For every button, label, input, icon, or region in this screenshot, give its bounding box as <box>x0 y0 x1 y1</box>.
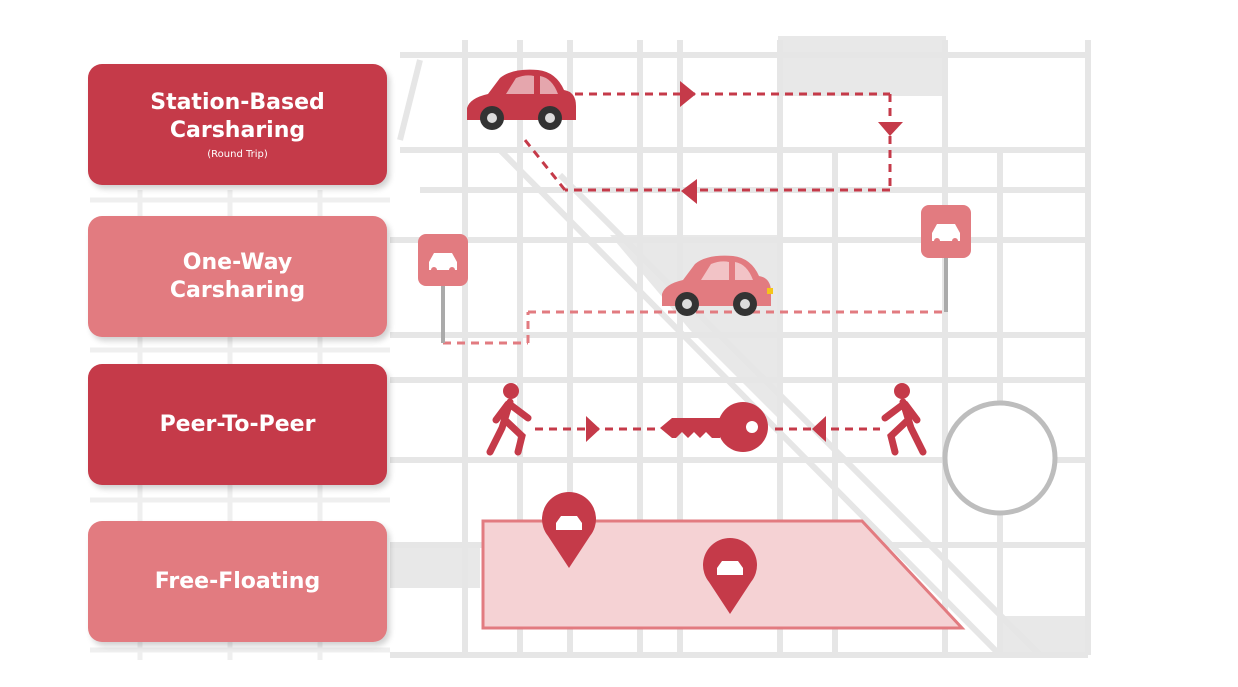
car-icon <box>662 255 773 316</box>
one-way-box: One-Way Carsharing <box>88 216 387 337</box>
one-way-title: One-Way Carsharing <box>169 249 306 303</box>
station-based-box: Station-Based Carsharing (Round Trip) <box>88 64 387 185</box>
peer-to-peer-arrows <box>586 416 826 442</box>
car-icon <box>467 69 576 130</box>
station-based-title: Station-Based Carsharing <box>150 90 325 143</box>
free-floating-title: Free-Floating <box>154 568 321 594</box>
map-pin-icon <box>542 492 596 568</box>
key-icon <box>660 402 768 452</box>
peer-to-peer-box: Peer-To-Peer <box>88 364 387 485</box>
round-trip-arrows <box>680 81 903 204</box>
car-sign-icon <box>921 205 971 312</box>
walking-person-icon <box>881 383 927 456</box>
walking-person-icon <box>486 383 532 456</box>
car-sign-icon <box>418 234 468 343</box>
map-pin-icon <box>703 538 757 614</box>
peer-to-peer-title: Peer-To-Peer <box>159 411 316 437</box>
roundabout-icon <box>942 400 1058 516</box>
station-based-subtitle: (Round Trip) <box>207 149 268 160</box>
free-floating-box: Free-Floating <box>88 521 387 642</box>
round-trip-path <box>523 92 892 192</box>
